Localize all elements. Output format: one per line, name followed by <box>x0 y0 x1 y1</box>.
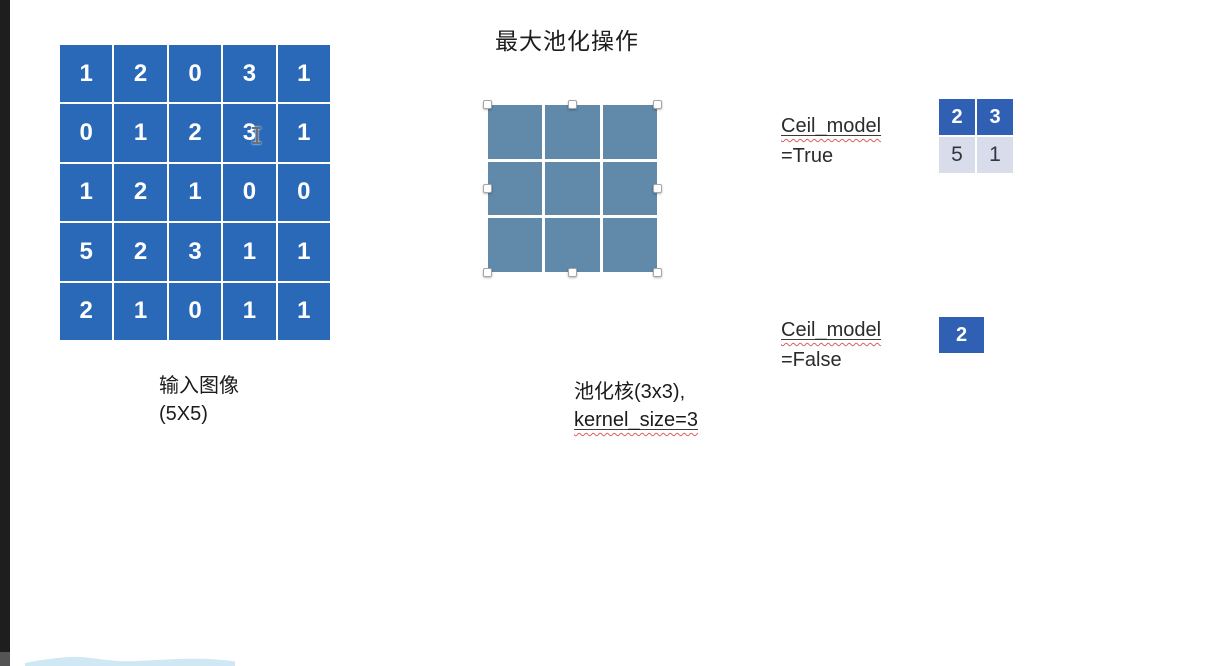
input-caption: 输入图像 (5X5) <box>159 372 239 428</box>
kernel-cell <box>602 105 657 159</box>
input-matrix-cell: 2 <box>168 104 222 162</box>
text-cursor-icon <box>252 127 261 144</box>
slide-title: 最大池化操作 <box>495 28 639 54</box>
kernel-cell <box>488 105 543 159</box>
input-matrix-cell: 5 <box>60 223 113 281</box>
input-matrix-cell: 1 <box>60 163 113 222</box>
kernel-caption-line1: 池化核(3x3), <box>574 381 686 403</box>
input-matrix-cell: 0 <box>168 45 222 103</box>
kernel-cell <box>602 161 657 216</box>
window-edge-bar <box>0 0 10 666</box>
result-true-cell: 2 <box>939 99 975 135</box>
input-matrix-cell: 1 <box>277 223 330 281</box>
ceil-true-label-line2: =True <box>781 145 834 167</box>
kernel-caption-line2: kernel_size=3 <box>574 409 698 431</box>
decorative-wave <box>25 656 235 666</box>
input-caption-line2: (5X5) <box>159 403 208 425</box>
input-matrix-cell: 2 <box>114 163 167 222</box>
selection-handle-middle-left[interactable] <box>483 183 492 193</box>
pooling-kernel-shape[interactable] <box>483 100 662 277</box>
input-matrix-cell: 1 <box>114 104 167 162</box>
ceil-true-label-line1: Ceil_model <box>781 115 882 137</box>
input-matrix-cell: 1 <box>60 45 113 103</box>
input-matrix-cell: 1 <box>223 282 276 340</box>
input-matrix-cell: 3 <box>168 223 222 281</box>
ceil-false-label-line1: Ceil_model <box>781 319 882 341</box>
input-matrix-cell: 2 <box>114 223 167 281</box>
window-edge-bar-foot <box>0 652 10 666</box>
input-matrix-cell: 0 <box>223 163 276 222</box>
result-matrix-ceil-false[interactable]: 2 <box>939 317 984 353</box>
result-false-cell: 2 <box>939 317 984 353</box>
input-matrix-cell: 3 <box>223 104 276 162</box>
ceil-false-label: Ceil_model =False <box>781 315 881 375</box>
result-true-cell: 5 <box>939 137 975 173</box>
input-matrix-cell: 3 <box>223 45 276 103</box>
selection-handle-top-center[interactable] <box>567 100 577 109</box>
ceil-true-label: Ceil_model =True <box>781 111 881 171</box>
kernel-cell <box>545 218 600 272</box>
input-matrix-cell: 1 <box>277 45 330 103</box>
result-true-cell: 1 <box>977 137 1013 173</box>
input-matrix-cell: 1 <box>277 282 330 340</box>
input-matrix-cell: 0 <box>277 163 330 222</box>
selection-handle-bottom-left[interactable] <box>483 268 492 277</box>
kernel-cell <box>602 218 657 272</box>
input-matrix-cell: 0 <box>60 104 113 162</box>
input-matrix-cell: 1 <box>277 104 330 162</box>
input-matrix-cell: 2 <box>114 45 167 103</box>
selection-handle-top-right[interactable] <box>653 100 662 109</box>
input-matrix-cell: 1 <box>168 163 222 222</box>
selection-handle-middle-right[interactable] <box>653 183 662 193</box>
pooling-kernel-grid[interactable] <box>488 105 657 272</box>
kernel-cell <box>545 161 600 216</box>
selection-handle-bottom-center[interactable] <box>567 268 577 277</box>
kernel-caption: 池化核(3x3), kernel_size=3 <box>574 378 698 434</box>
kernel-cell <box>488 218 543 272</box>
input-matrix-cell: 1 <box>223 223 276 281</box>
kernel-cell <box>545 105 600 159</box>
input-matrix-cell: 2 <box>60 282 113 340</box>
input-caption-line1: 输入图像 <box>159 375 239 397</box>
input-matrix-cell: 0 <box>168 282 222 340</box>
result-true-cell: 3 <box>977 99 1013 135</box>
selection-handle-bottom-right[interactable] <box>653 268 662 277</box>
selection-handle-top-left[interactable] <box>483 100 492 109</box>
kernel-cell <box>488 161 543 216</box>
input-matrix-cell: 1 <box>114 282 167 340</box>
ceil-false-label-line2: =False <box>781 349 842 371</box>
